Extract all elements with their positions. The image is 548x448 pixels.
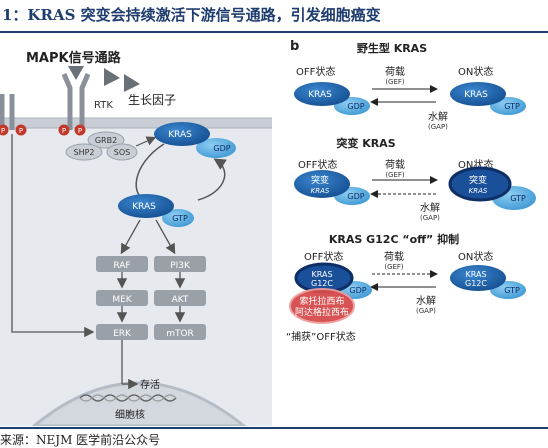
svg-text:PI3K: PI3K bbox=[170, 261, 191, 271]
svg-text:KRAS: KRAS bbox=[469, 187, 488, 195]
grb2-node bbox=[87, 131, 125, 149]
g12c-heading: KRAS G12C “off” 抑制 bbox=[329, 232, 459, 246]
kras-gdp-node: GDP KRAS bbox=[154, 122, 236, 158]
wt-off-kras: GDP KRAS bbox=[294, 82, 370, 115]
footer-divider bbox=[0, 427, 548, 429]
svg-text:GDP: GDP bbox=[347, 102, 364, 111]
svg-text:ERK: ERK bbox=[113, 329, 132, 339]
figure-title: 1：KRAS 突变会持续激活下游信号通路，引发细胞癌变 bbox=[2, 6, 381, 24]
rtk-label: RTK bbox=[94, 100, 113, 111]
svg-text:AKT: AKT bbox=[172, 295, 189, 305]
svg-text:突变: 突变 bbox=[469, 174, 487, 186]
kras-gtp-node: GTP KRAS bbox=[118, 194, 194, 227]
growth-factor-icon bbox=[68, 66, 140, 92]
wt-hydrolysis-label: 水解 bbox=[428, 110, 448, 123]
svg-text:索托拉西布: 索托拉西布 bbox=[299, 295, 344, 307]
mapk-heading: MAPK信号通路 bbox=[26, 50, 122, 66]
feedback-line bbox=[11, 134, 95, 338]
mtor-node: mTOR bbox=[154, 324, 206, 340]
g12c-off-label: OFF状态 bbox=[304, 250, 343, 263]
svg-text:G12C: G12C bbox=[311, 279, 333, 288]
svg-text:突变: 突变 bbox=[311, 174, 329, 186]
panel-b: b 野生型 KRAS OFF状态 ON状态 荷载 (GEF) 水解 (GAP) … bbox=[286, 39, 536, 343]
svg-text:GDP: GDP bbox=[347, 192, 364, 201]
panel-b-letter: b bbox=[290, 39, 299, 54]
svg-text:mTOR: mTOR bbox=[166, 329, 194, 339]
svg-text:P: P bbox=[78, 127, 82, 135]
svg-text:GTP: GTP bbox=[504, 102, 520, 111]
title-divider bbox=[0, 31, 548, 33]
svg-text:KRAS: KRAS bbox=[132, 202, 156, 212]
growth-factor-label: 生长因子 bbox=[128, 93, 176, 107]
mut-gap-label: (GAP) bbox=[420, 214, 440, 222]
akt-node: AKT bbox=[154, 290, 206, 306]
mut-on-kras: GTP 突变 KRAS bbox=[448, 166, 536, 210]
svg-text:P: P bbox=[62, 127, 66, 135]
raf-node: RAF bbox=[96, 256, 148, 272]
svg-text:KRAS: KRAS bbox=[311, 270, 332, 279]
svg-text:GTP: GTP bbox=[172, 214, 188, 223]
nucleus bbox=[31, 381, 247, 426]
svg-text:KRAS: KRAS bbox=[311, 187, 330, 195]
survival-label: 存活 bbox=[140, 378, 160, 391]
svg-text:MEK: MEK bbox=[112, 295, 132, 305]
g12c-on-kras: GTP KRAS G12C bbox=[450, 265, 526, 299]
mutant-heading: 突变 KRAS bbox=[336, 136, 395, 150]
svg-text:KRAS: KRAS bbox=[308, 90, 332, 100]
g12c-hydrolysis-label: 水解 bbox=[416, 294, 436, 307]
g12c-on-label: ON状态 bbox=[458, 250, 493, 263]
panel-a: MAPK信号通路 RTK 生长因子 P P P P bbox=[0, 50, 272, 426]
svg-text:P: P bbox=[19, 127, 23, 135]
mut-gef-label: (GEF) bbox=[385, 171, 405, 179]
shp2-label: SHP2 bbox=[73, 148, 94, 157]
g12c-loading-label: 荷载 bbox=[384, 251, 404, 263]
mut-off-kras: GDP 突变 KRAS bbox=[294, 170, 370, 205]
nucleus-label: 细胞核 bbox=[115, 408, 145, 421]
sos-label: SOS bbox=[114, 148, 130, 157]
svg-text:阿达格拉西布: 阿达格拉西布 bbox=[295, 306, 349, 318]
pi3k-node: PI3K bbox=[154, 256, 206, 272]
g12c-gef-label: (GEF) bbox=[384, 263, 404, 271]
wildtype-heading: 野生型 KRAS bbox=[357, 41, 427, 55]
captured-off-label: “捕获”OFF状态 bbox=[286, 330, 356, 343]
svg-text:GDP: GDP bbox=[213, 144, 230, 153]
wt-gef-label: (GEF) bbox=[385, 78, 405, 86]
kras-inactivation-arrow bbox=[197, 158, 227, 201]
svg-text:GTP: GTP bbox=[504, 286, 520, 295]
svg-text:KRAS: KRAS bbox=[464, 90, 488, 100]
cell-membrane bbox=[0, 118, 272, 128]
mut-off-label: OFF状态 bbox=[298, 158, 337, 171]
wt-on-label: ON状态 bbox=[458, 65, 493, 78]
svg-text:G12C: G12C bbox=[465, 279, 487, 288]
rtk-receptor bbox=[61, 73, 91, 130]
shp2-node bbox=[65, 143, 103, 161]
svg-text:RAF: RAF bbox=[113, 261, 130, 271]
sos-to-kras-arrow bbox=[135, 136, 157, 147]
mek-node: MEK bbox=[96, 290, 148, 306]
mut-hydrolysis-label: 水解 bbox=[420, 201, 440, 214]
wt-off-label: OFF状态 bbox=[296, 65, 335, 78]
mut-loading-label: 荷载 bbox=[385, 159, 405, 171]
cell-cytoplasm bbox=[0, 126, 272, 426]
kras-diagram: MAPK信号通路 RTK 生长因子 P P P P bbox=[0, 39, 536, 426]
svg-text:KRAS: KRAS bbox=[168, 130, 192, 140]
erk-node: ERK bbox=[96, 324, 148, 340]
phospho-markers: P P P P bbox=[0, 124, 86, 136]
svg-text:GTP: GTP bbox=[510, 194, 526, 203]
wt-on-kras: GTP KRAS bbox=[450, 82, 526, 115]
sos-node bbox=[106, 143, 138, 161]
wt-loading-label: 荷载 bbox=[385, 66, 405, 78]
svg-text:GDP: GDP bbox=[349, 286, 366, 295]
svg-text:KRAS: KRAS bbox=[465, 270, 486, 279]
drug-sotorasib-adagrasib: 索托拉西布 阿达格拉西布 bbox=[289, 288, 355, 324]
rtk-receptor-left bbox=[0, 94, 15, 130]
svg-text:P: P bbox=[1, 127, 5, 135]
source-note: 来源：NEJM 医学前沿公众号 bbox=[0, 433, 161, 447]
g12c-gap-label: (GAP) bbox=[416, 307, 436, 315]
grb2-label: GRB2 bbox=[95, 136, 117, 145]
wt-gap-label: (GAP) bbox=[428, 123, 448, 131]
